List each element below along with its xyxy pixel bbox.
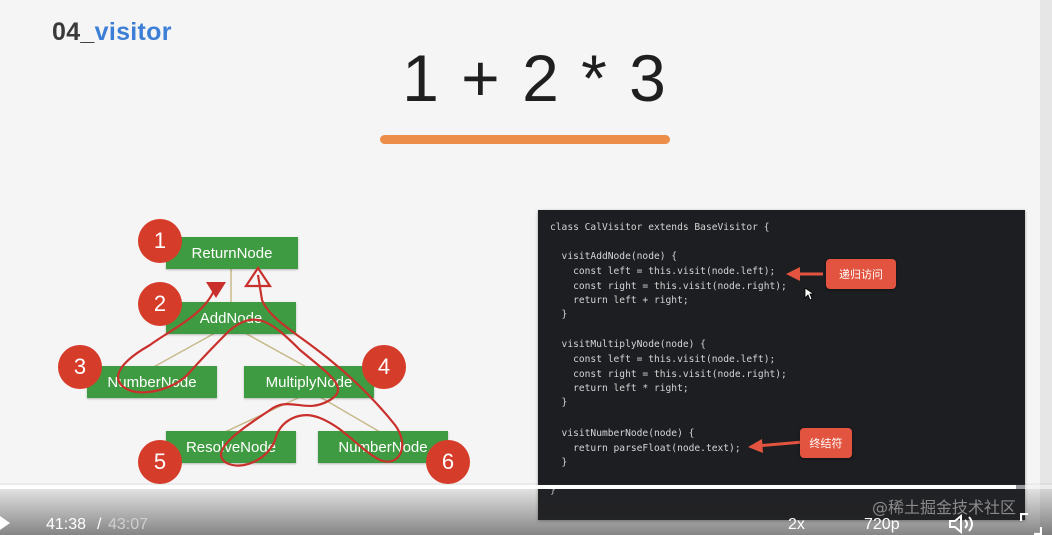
step-badge-3: 3 [58, 345, 102, 389]
slide-title-word: visitor [94, 18, 172, 46]
volume-icon[interactable] [948, 513, 978, 535]
code-line: return left + right; [550, 295, 689, 306]
code-line: const left = this.visit(node.left); [550, 266, 776, 277]
code-line: visitNumberNode(node) { [550, 428, 695, 439]
code-line: visitAddNode(node) { [550, 251, 678, 262]
tree-node-resolve: ResolveNode [166, 431, 296, 463]
code-line: class CalVisitor extends BaseVisitor { [550, 222, 770, 233]
code-line: const right = this.visit(node.right); [550, 281, 787, 292]
code-panel: class CalVisitor extends BaseVisitor { v… [538, 210, 1025, 520]
progress-bar-fill [0, 485, 1016, 489]
watermark: @稀土掘金技术社区 [872, 498, 1017, 517]
time-separator: / [97, 516, 102, 533]
code-line: return left * right; [550, 383, 689, 394]
playback-speed-button[interactable]: 2x [788, 516, 805, 533]
mouse-cursor-icon [804, 287, 814, 301]
code-line: } [550, 309, 568, 320]
code-line: return parseFloat(node.text); [550, 443, 741, 454]
player-control-bar [0, 483, 1052, 535]
quality-button[interactable]: 720p [864, 516, 900, 533]
formula: 1 + 2 * 3 [402, 41, 668, 115]
code-line: } [550, 397, 568, 408]
total-time: 43:07 [108, 516, 149, 533]
step-badge-1: 1 [138, 219, 182, 263]
code-line: } [550, 457, 568, 468]
code-line: const left = this.visit(node.left); [550, 354, 776, 365]
traversal-path [117, 266, 404, 467]
formula-underline [380, 135, 670, 144]
current-time: 41:38 [46, 516, 87, 533]
code-line: visitMultiplyNode(node) { [550, 339, 706, 350]
callout-terminal: 终结符 [800, 428, 852, 458]
step-badge-2: 2 [138, 282, 182, 326]
callout-arrows [748, 267, 823, 453]
code-line: const right = this.visit(node.right); [550, 369, 787, 380]
callout-recursive: 递归访问 [826, 259, 896, 289]
slide-title-number: 04_ [52, 18, 95, 46]
step-badge-6: 6 [426, 440, 470, 484]
tree-node-return: ReturnNode [166, 237, 298, 269]
progress-bar[interactable] [0, 485, 1052, 489]
tree-node-number-right: NumberNode [318, 431, 448, 463]
slide-right-edge [1040, 0, 1052, 535]
step-badge-5: 5 [138, 440, 182, 484]
play-icon[interactable] [0, 515, 12, 531]
fullscreen-icon[interactable] [1020, 513, 1042, 535]
step-badge-4: 4 [362, 345, 406, 389]
slide-title: 04_visitor [52, 18, 172, 47]
